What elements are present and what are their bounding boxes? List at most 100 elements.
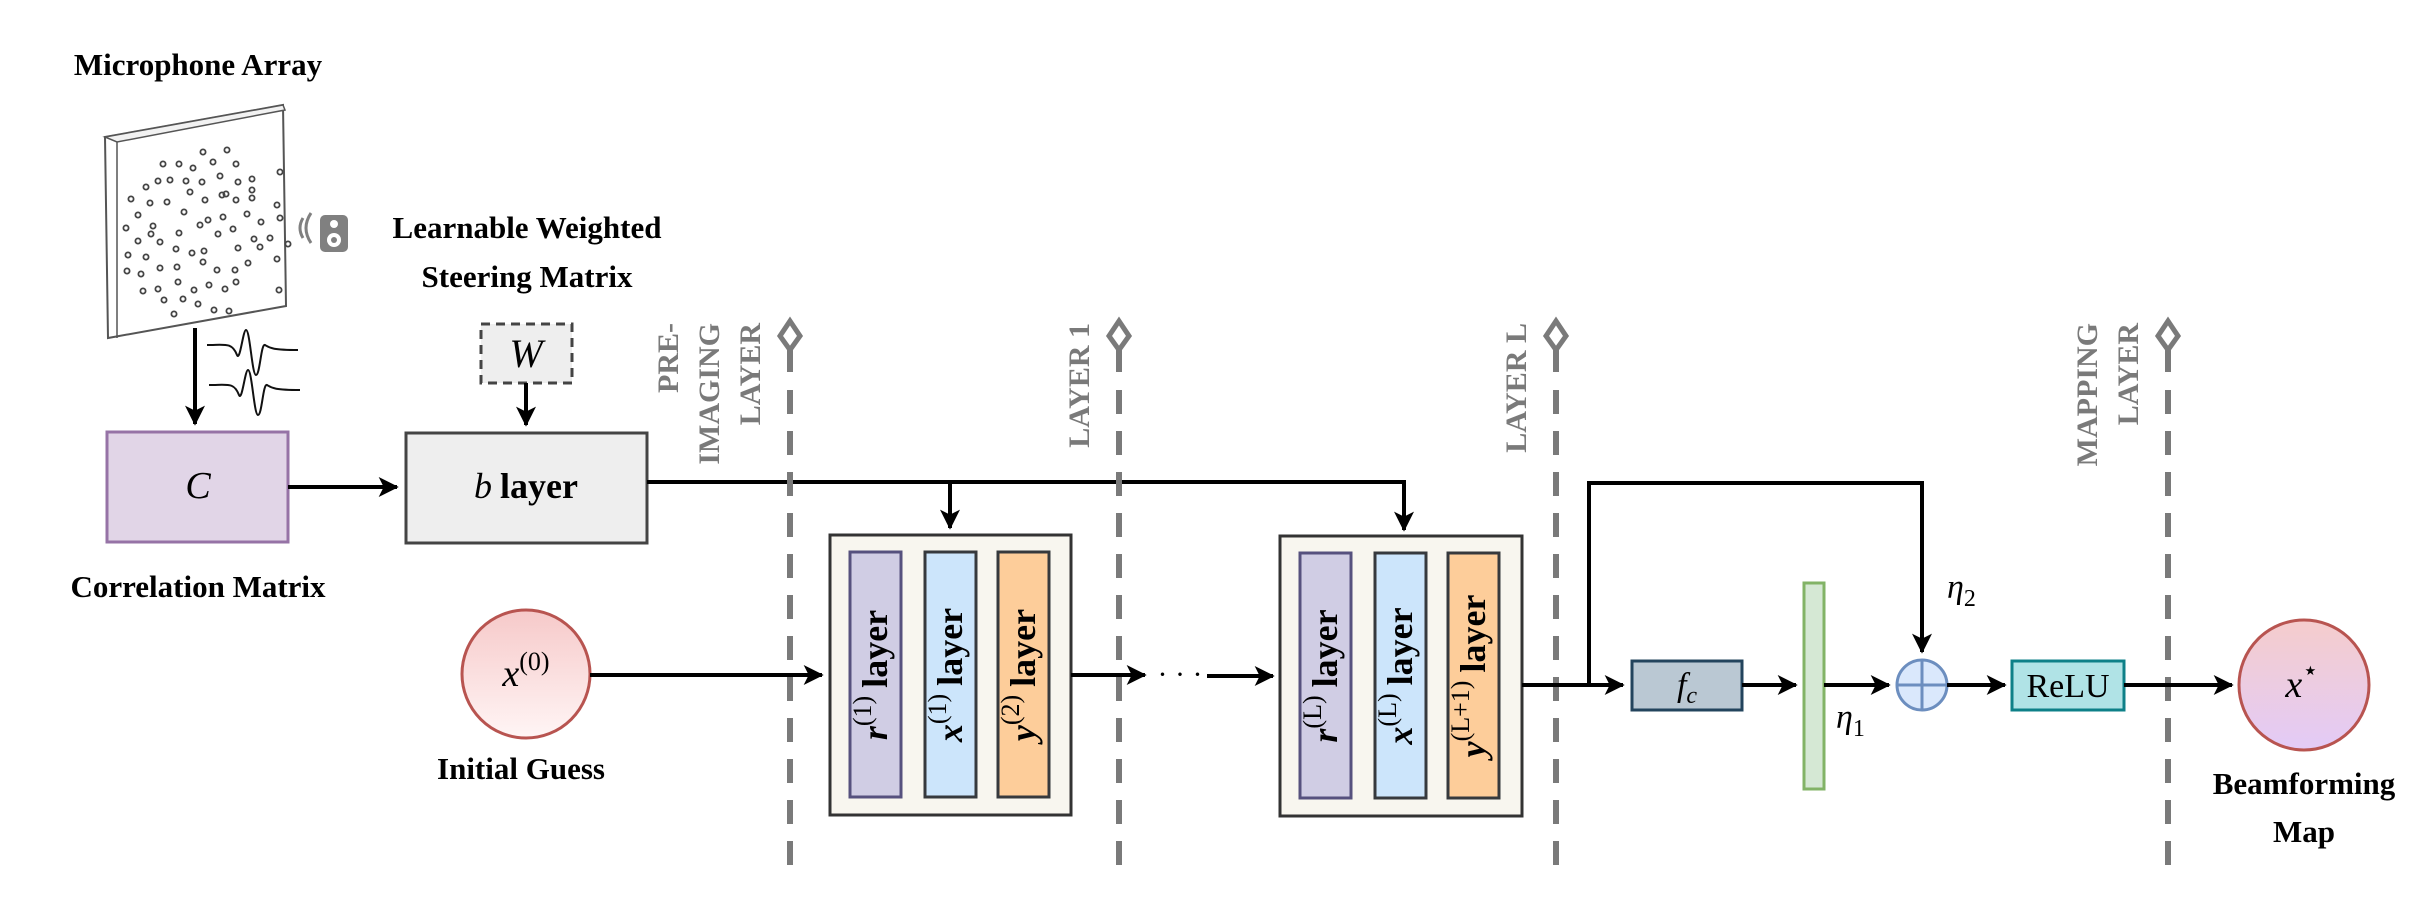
ellipsis: · · · — [1158, 658, 1203, 691]
microphone-dot — [156, 264, 164, 272]
microphone-dot — [284, 240, 292, 248]
microphone-dot — [127, 195, 135, 203]
microphone-dot — [210, 306, 218, 314]
microphone-dot — [248, 194, 256, 202]
diamond-marker-icon — [2154, 316, 2182, 355]
microphone-dot — [250, 235, 258, 243]
microphone-dot — [134, 237, 142, 245]
microphone-dot — [214, 230, 222, 238]
microphone-dot — [174, 278, 182, 286]
microphone-dot — [218, 191, 226, 199]
first-sublayer-x[interactable]: x(1)layer — [923, 550, 978, 799]
microphone-dot — [166, 176, 174, 184]
microphone-dot — [190, 286, 198, 294]
eta1-label: η1 — [1836, 699, 1865, 742]
microphone-dot — [182, 177, 190, 185]
microphone-dot — [222, 190, 230, 198]
microphone-dot — [123, 267, 131, 275]
last-sublayer-y[interactable]: y(L+1)layer — [1446, 551, 1501, 800]
microphone-dot — [139, 287, 147, 295]
layer-marker: LAYER 1 — [1063, 316, 1133, 878]
microphone-dot — [199, 148, 207, 156]
initial-guess-symbol: x(0) — [501, 647, 549, 695]
correlation-matrix-box[interactable] — [105, 430, 290, 544]
first-sublayer-y[interactable]: y(2)layer — [996, 550, 1051, 799]
microphone-dot — [232, 160, 240, 168]
microphone-dot — [229, 225, 237, 233]
beamforming-map-node[interactable] — [2237, 618, 2371, 752]
microphone-dot — [223, 146, 231, 154]
microphone-dot — [170, 310, 178, 318]
microphone-dot — [188, 249, 196, 257]
first-sublayer-r[interactable]: r(1)layer — [848, 550, 903, 799]
relu-label: ReLU — [2026, 668, 2109, 705]
microphone-dot — [122, 224, 130, 232]
microphone-dot — [275, 286, 283, 294]
microphone-array-title: Microphone Array — [74, 47, 323, 82]
microphone-dot — [142, 253, 150, 261]
sublayer-label: r(L)layer — [1298, 609, 1345, 742]
skip-connection — [1587, 481, 1932, 685]
microphone-dot — [201, 196, 209, 204]
relu-box[interactable] — [2010, 659, 2126, 712]
microphone-dot — [198, 178, 206, 186]
layer-marker-label: LAYER 1 — [1063, 323, 1096, 448]
sublayer-label: x(L)layer — [1373, 607, 1420, 745]
microphone-dot — [180, 208, 188, 216]
microphone-dot — [189, 164, 197, 172]
layer-marker-label: LAYER — [2112, 323, 2145, 426]
microphone-dot — [232, 278, 240, 286]
microphone-dot — [134, 211, 142, 219]
steering-title-line1: Learnable Weighted — [393, 210, 662, 245]
microphone-dot — [205, 281, 213, 289]
sublayer-label: y(L+1)layer — [1446, 595, 1493, 762]
output-symbol: x⋆ — [2284, 656, 2318, 706]
microphone-dot — [173, 263, 181, 271]
microphone-dot — [276, 168, 284, 176]
microphone-dot — [147, 230, 155, 238]
microphone-dot — [273, 255, 281, 263]
microphone-dot — [273, 201, 281, 209]
microphone-dot — [219, 213, 227, 221]
layer-marker-label: MAPPING — [2071, 323, 2104, 466]
microphone-dot — [244, 259, 252, 267]
layer-block-first[interactable]: r(1)layer x(1)layer y(2)layer — [828, 533, 1073, 817]
b-layer-box[interactable] — [404, 431, 649, 545]
weight-symbol: W — [509, 331, 546, 376]
diamond-marker-icon — [776, 316, 804, 355]
microphone-dot — [232, 196, 240, 204]
layer-marker-label: LAYER L — [1500, 323, 1533, 453]
microphone-dot — [243, 210, 251, 218]
microphone-array-icon — [102, 103, 292, 340]
diamond-marker-icon — [1542, 316, 1570, 355]
microphone-dot — [156, 238, 164, 246]
layer-marker-label: PRE- — [652, 323, 685, 393]
b-to-last-block-connector — [647, 480, 1414, 532]
eta2-label: η2 — [1947, 569, 1976, 612]
microphone-dot — [194, 300, 202, 308]
initial-guess-caption: Initial Guess — [437, 751, 605, 786]
microphone-dot — [160, 296, 168, 304]
signal-waveform-icon — [206, 328, 301, 417]
microphone-dot — [196, 221, 204, 229]
microphone-dot — [234, 244, 242, 252]
microphone-dot — [276, 214, 284, 222]
microphone-dot — [248, 175, 256, 183]
microphone-dot — [221, 285, 229, 293]
microphone-dot — [209, 158, 217, 166]
layer-block-last[interactable]: r(L)layer x(L)layer y(L+1)layer — [1278, 534, 1524, 818]
steering-title-line2: Steering Matrix — [422, 259, 633, 294]
microphone-dot — [256, 243, 264, 251]
sum-node[interactable] — [1895, 658, 1949, 712]
last-sublayer-x[interactable]: x(L)layer — [1373, 551, 1428, 800]
correlation-symbol: C — [185, 465, 211, 507]
last-sublayer-r[interactable]: r(L)layer — [1298, 551, 1353, 800]
microphone-dot — [175, 160, 183, 168]
eta1-weight-bar[interactable] — [1802, 581, 1826, 791]
microphone-dot — [175, 229, 183, 237]
microphone-dot — [159, 160, 167, 168]
